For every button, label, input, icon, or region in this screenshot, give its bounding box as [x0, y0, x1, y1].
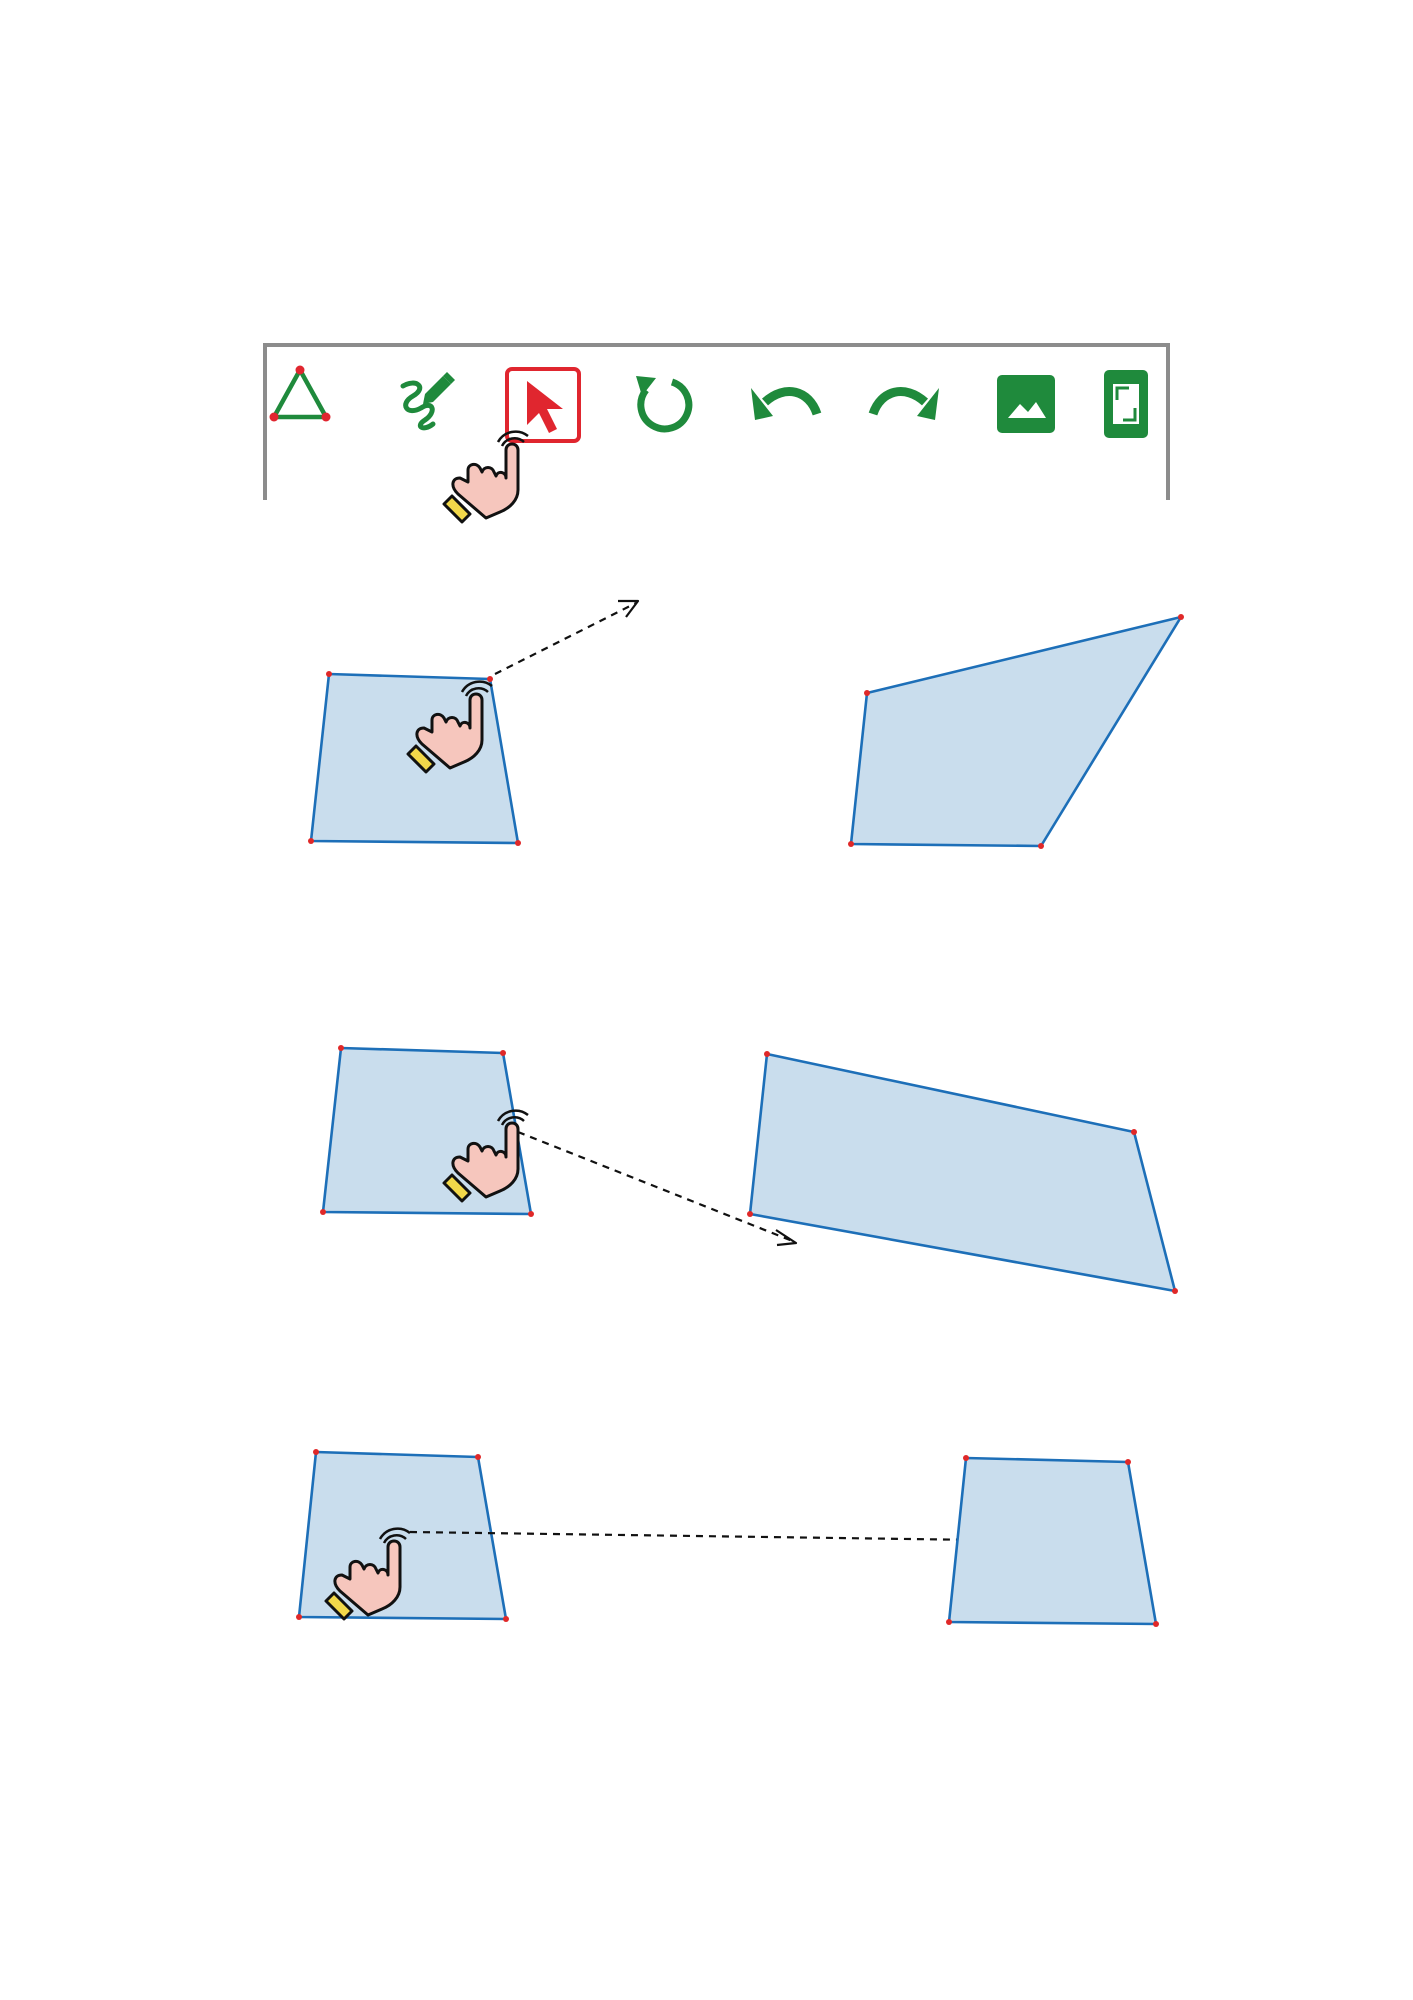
shape-after: [748, 1052, 1177, 1293]
rotate-icon[interactable]: [636, 376, 693, 433]
pointing-hand-icon: [442, 430, 530, 524]
shape-after: [849, 615, 1183, 848]
vertex-markers: [296, 1449, 509, 1622]
vertex-markers: [747, 1051, 1178, 1294]
vertex-markers: [848, 614, 1184, 849]
vertex-markers: [946, 1455, 1159, 1627]
pencil-scribble-icon[interactable]: [400, 372, 455, 431]
shape-after: [947, 1456, 1158, 1626]
image-icon[interactable]: [997, 375, 1055, 433]
arrow-head: [775, 1229, 798, 1247]
vertex-markers: [320, 1045, 534, 1217]
arrow-cursor-icon[interactable]: [505, 367, 581, 443]
drag-path: [517, 1130, 796, 1244]
drag-path: [409, 1530, 1053, 1543]
fullscreen-icon[interactable]: [1104, 370, 1148, 438]
drag-path: [494, 602, 637, 675]
triangle-icon[interactable]: [269, 365, 331, 422]
step-drag-vertex: [308, 599, 1184, 849]
redo-icon[interactable]: [868, 387, 939, 420]
step-drag-edge: [320, 1045, 1178, 1294]
toolbar: [263, 343, 1170, 524]
vertex-markers: [308, 671, 521, 846]
arrow-head: [618, 599, 640, 618]
undo-icon[interactable]: [751, 387, 822, 420]
toolbar-frame: [263, 343, 1170, 500]
step-drag-shape: [296, 1449, 1159, 1627]
